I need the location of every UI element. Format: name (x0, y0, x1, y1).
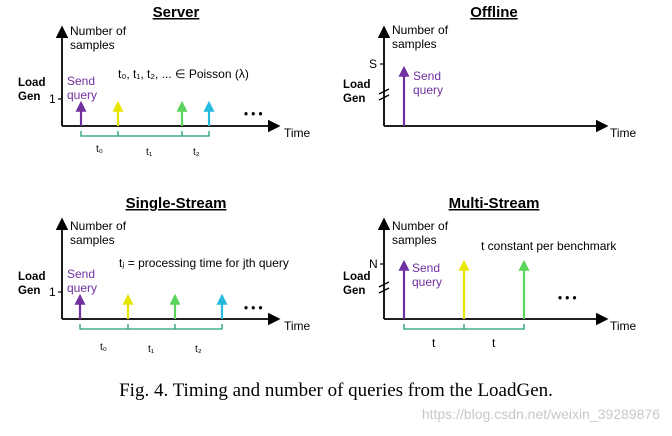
interval-label: t₂ (195, 344, 202, 355)
interval-label: t₂ (193, 147, 200, 158)
y-axis-label: Number of (392, 23, 449, 37)
ellipsis: • • • (244, 109, 262, 121)
y-axis-label: samples (392, 233, 437, 247)
x-axis-label: Time (610, 319, 637, 333)
y-axis-label: samples (70, 38, 115, 52)
interval-label: t (432, 336, 436, 350)
side-label: Gen (343, 285, 365, 297)
send-query-label: Send (67, 267, 95, 281)
y-tick-label: 1 (49, 92, 56, 106)
send-query-label: query (413, 83, 443, 97)
send-query-label: query (67, 88, 97, 102)
annotation: tⱼ = processing time for jth query (119, 256, 289, 270)
panel-single-stream: Single-Stream Number of samples Load Gen… (18, 195, 311, 355)
y-axis-label: samples (70, 233, 115, 247)
side-label: Gen (18, 285, 40, 297)
side-label: Load (343, 271, 370, 283)
interval-brace (79, 324, 223, 330)
ellipsis: • • • (244, 303, 262, 315)
y-tick-label: S (369, 57, 377, 71)
x-axis-label: Time (284, 319, 311, 333)
y-tick-label: 1 (49, 285, 56, 299)
send-query-label: Send (412, 261, 440, 275)
interval-label: t₁ (146, 147, 153, 158)
x-axis-label: Time (610, 126, 637, 140)
interval-label: t₀ (96, 144, 103, 155)
send-query-label: Send (67, 74, 95, 88)
loadgen-diagram: Server Number of samples Load Gen 1 Send… (18, 4, 637, 355)
ellipsis: • • • (558, 293, 576, 305)
side-label: Load (18, 271, 45, 283)
panel-title: Server (153, 4, 200, 21)
axis-break (378, 88, 390, 101)
panel-server: Server Number of samples Load Gen 1 Send… (18, 4, 311, 158)
annotation: t constant per benchmark (481, 239, 617, 253)
y-axis-label: Number of (392, 219, 449, 233)
y-axis-label: Number of (70, 219, 127, 233)
y-axis-label: samples (392, 37, 437, 51)
interval-label: t (492, 336, 496, 350)
y-tick-label: N (369, 257, 378, 271)
side-label: Gen (18, 91, 40, 103)
watermark: https://blog.csdn.net/weixin_39289876 (421, 406, 660, 422)
figure-caption: Fig. 4. Timing and number of queries fro… (119, 380, 553, 401)
interval-brace (403, 324, 525, 330)
annotation: t₀, t₁, t₂, ... ∈ Poisson (λ) (118, 67, 249, 81)
panel-multi-stream: Multi-Stream Number of samples Load Gen … (343, 195, 637, 350)
y-axis-label: Number of (70, 24, 127, 38)
panel-title: Single-Stream (126, 195, 227, 212)
x-axis-label: Time (284, 126, 311, 140)
side-label: Load (343, 79, 370, 91)
panel-title: Multi-Stream (449, 195, 540, 212)
side-label: Gen (343, 93, 365, 105)
interval-label: t₀ (100, 342, 107, 353)
interval-label: t₁ (148, 344, 155, 355)
send-query-label: query (67, 281, 97, 295)
panel-title: Offline (470, 4, 518, 21)
send-query-label: Send (413, 69, 441, 83)
side-label: Load (18, 77, 45, 89)
send-query-label: query (412, 275, 442, 289)
panel-offline: Offline Number of samples Load Gen S Sen… (343, 4, 637, 140)
interval-brace (80, 131, 210, 137)
axis-break (378, 281, 390, 294)
